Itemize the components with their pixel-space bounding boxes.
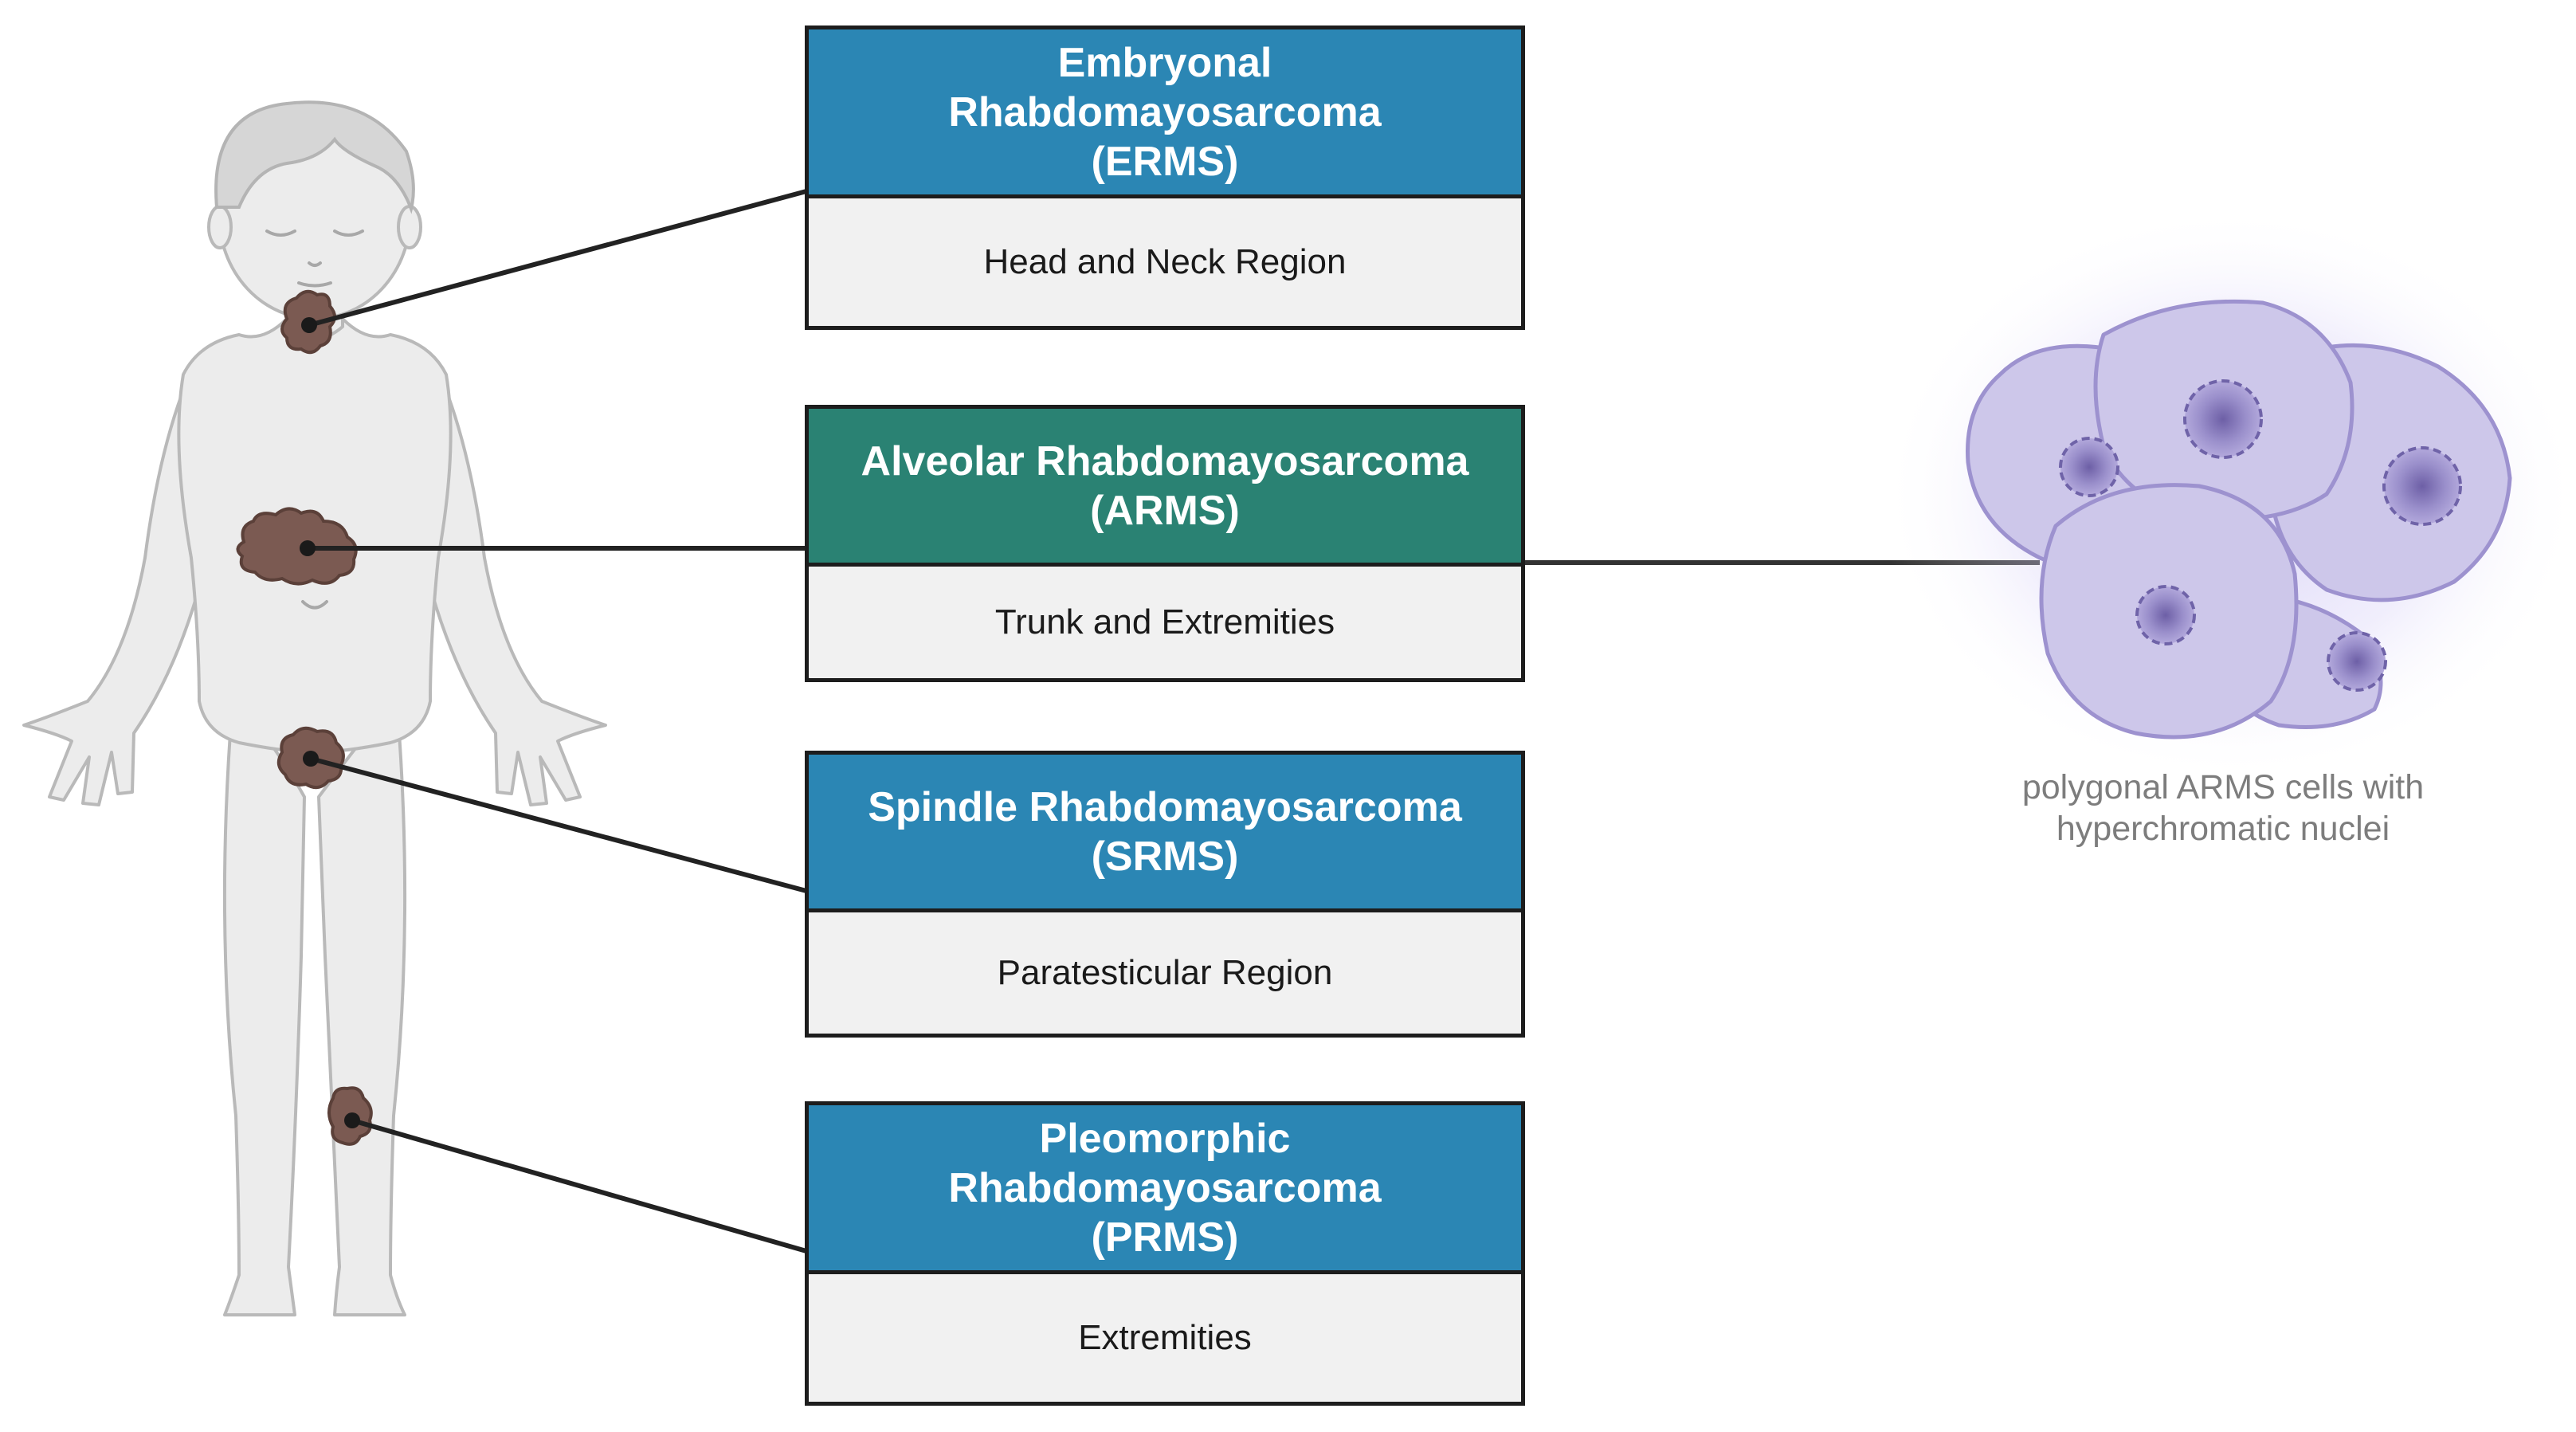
subtype-location-text: Head and Neck Region [983, 242, 1347, 281]
subtype-location-text: Extremities [1078, 1318, 1252, 1357]
subtype-location-srms: Paratesticular Region [809, 912, 1521, 1034]
cell-cluster-icon [1880, 207, 2576, 781]
face-icon [265, 230, 364, 610]
tumor-mass-icon [236, 507, 358, 586]
subtype-location-prms: Extremities [809, 1274, 1521, 1402]
subtype-title-text: Pleomorphic Rhabdomayosarcoma (PRMS) [948, 1115, 1382, 1261]
subtype-location-arms: Trunk and Extremities [809, 567, 1521, 678]
subtype-title-srms: Spindle Rhabdomayosarcoma (SRMS) [809, 755, 1521, 912]
subtype-title-arms: Alveolar Rhabdomayosarcoma (ARMS) [809, 409, 1521, 567]
subtype-title-text: Alveolar Rhabdomayosarcoma (ARMS) [861, 437, 1469, 534]
subtype-location-erms: Head and Neck Region [809, 198, 1521, 326]
connector-erms [308, 189, 807, 328]
subtype-title-text: Spindle Rhabdomayosarcoma (SRMS) [868, 783, 1462, 880]
subtype-location-text: Trunk and Extremities [994, 602, 1335, 641]
subtype-title-prms: Pleomorphic Rhabdomayosarcoma (PRMS) [809, 1105, 1521, 1274]
hair-icon [214, 100, 415, 214]
subtype-title-text: Embryonal Rhabdomayosarcoma (ERMS) [948, 39, 1382, 185]
subtype-card-srms: Spindle Rhabdomayosarcoma (SRMS) Parates… [805, 751, 1525, 1038]
subtype-card-erms: Embryonal Rhabdomayosarcoma (ERMS) Head … [805, 26, 1525, 330]
cell-nuclei [2059, 379, 2462, 692]
connector-srms [310, 756, 807, 893]
subtype-card-arms: Alveolar Rhabdomayosarcoma (ARMS) Trunk … [805, 405, 1525, 682]
connector-prms [351, 1118, 807, 1253]
connector-lines [308, 189, 807, 1253]
subtype-card-prms: Pleomorphic Rhabdomayosarcoma (PRMS) Ext… [805, 1101, 1525, 1406]
subtype-location-text: Paratesticular Region [997, 953, 1333, 992]
subtype-title-erms: Embryonal Rhabdomayosarcoma (ERMS) [809, 29, 1521, 198]
cells-caption: polygonal ARMS cells with hyperchromatic… [2021, 768, 2425, 848]
connector-dots [300, 317, 360, 1128]
